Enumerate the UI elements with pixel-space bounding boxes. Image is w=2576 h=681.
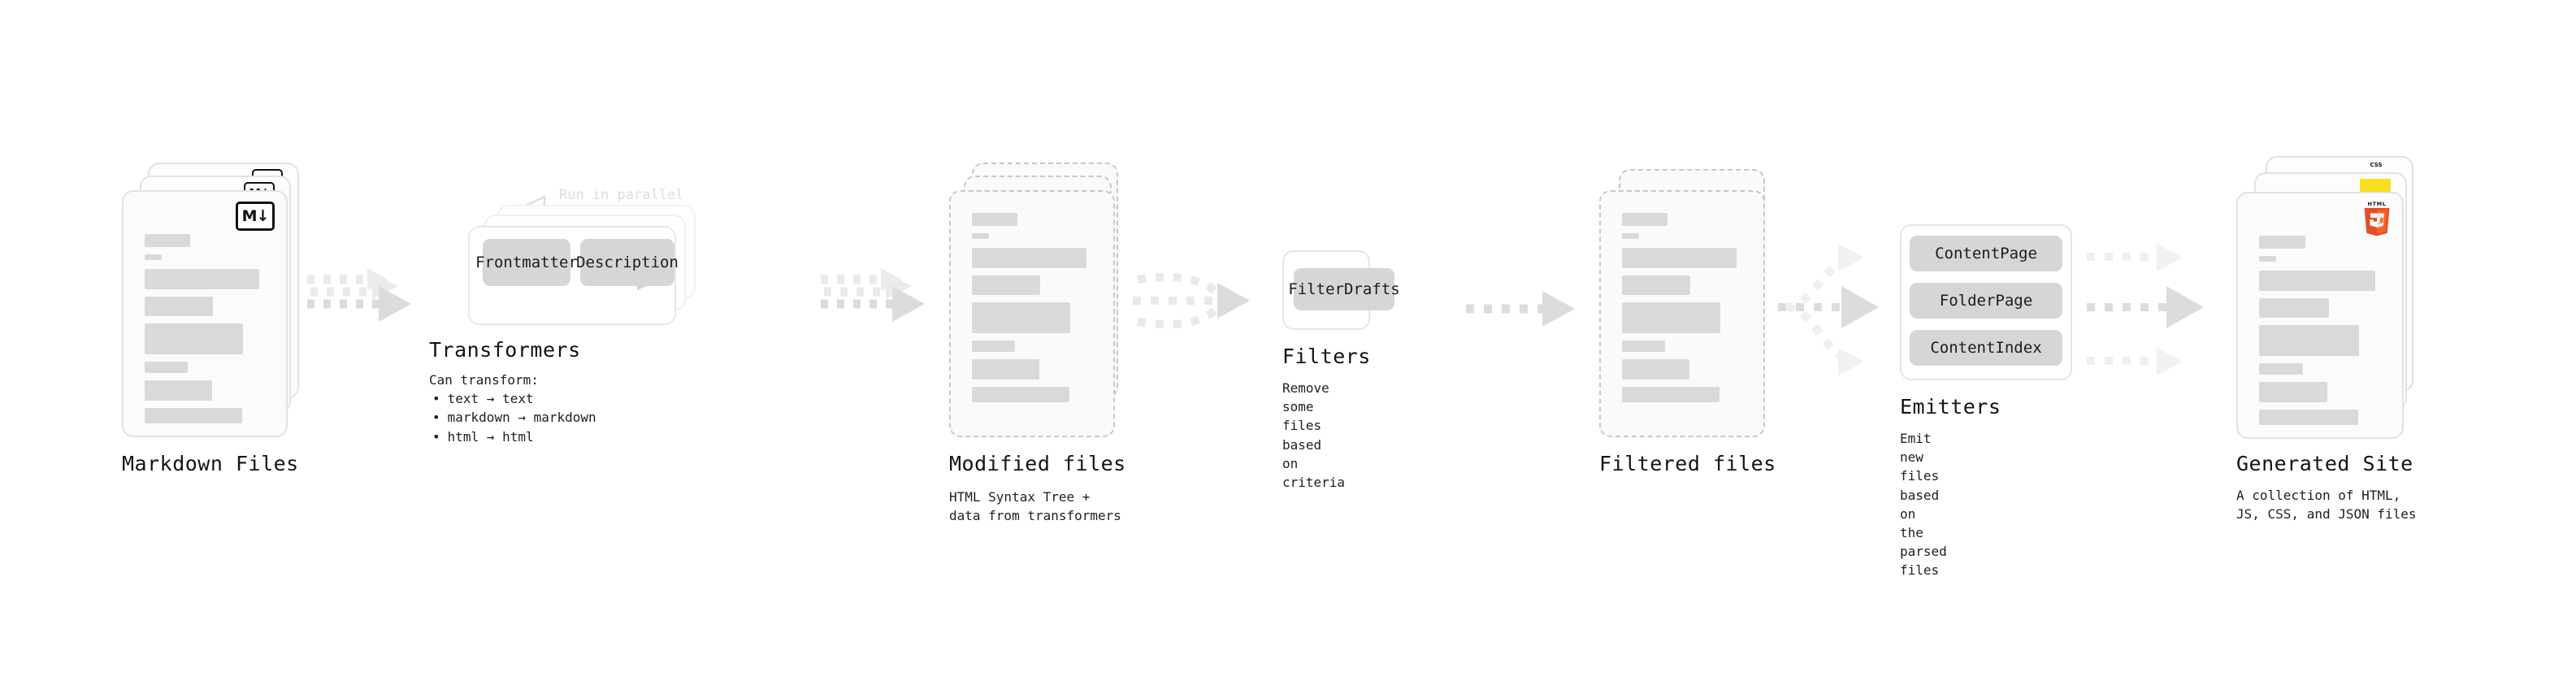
stage-generated-site: CSS HTML: [2236, 156, 2431, 522]
markdown-file-stack: M↓ M↓ M↓: [122, 163, 309, 439]
content-bar: [1622, 387, 1720, 402]
emitter-chip-contentindex: ContentIndex: [1910, 330, 2062, 366]
markdown-badge-front: M↓: [236, 202, 275, 231]
filter-chip-filterdrafts: FilterDrafts: [1288, 268, 1400, 310]
filtered-card-front: [1599, 190, 1765, 437]
content-bar: [2259, 271, 2375, 291]
modified-file-stack: [949, 163, 1136, 439]
content-bar: [2259, 325, 2359, 356]
html5-badge: HTML: [2361, 200, 2392, 237]
content-bar: [145, 323, 244, 354]
stage-modified-files: Modified files HTML Syntax Tree + data f…: [949, 163, 1136, 523]
content-bar: [972, 340, 1016, 352]
stage-title-transformers: Transformers: [429, 338, 581, 362]
emitter-chip-label: ContentPage: [1935, 245, 2037, 262]
filtered-card-content: [1622, 213, 1742, 410]
arrow-filtered-to-emitters: [1778, 244, 1879, 375]
content-bar: [1622, 233, 1639, 239]
content-bar: [972, 233, 989, 239]
stage-filtered-files: Filtered files: [1599, 163, 1786, 475]
content-bar: [972, 248, 1086, 268]
js-badge: [2360, 179, 2391, 193]
stage-title-generated-site: Generated Site: [2236, 452, 2413, 475]
content-bar: [1622, 359, 1689, 380]
html5-shield-icon: HTML: [2364, 201, 2390, 236]
markdown-badge-arrow: ↓: [256, 206, 270, 225]
emitters-description: Emit new files based on the parsed files: [1900, 431, 1947, 579]
content-bar: [2259, 236, 2305, 249]
content-bar: [2259, 298, 2329, 318]
generated-card-front: HTML: [2236, 192, 2404, 439]
content-bar: [1622, 275, 1691, 295]
emitter-chip-label: ContentIndex: [1930, 339, 2042, 357]
content-bar: [2259, 256, 2276, 262]
transformers-bullet: text → text: [432, 389, 596, 408]
filtered-file-stack: [1599, 163, 1786, 439]
stage-title-modified-files: Modified files: [949, 452, 1126, 475]
content-bar: [1622, 213, 1668, 226]
content-bar: [1622, 340, 1666, 352]
filter-chip-label: FilterDrafts: [1288, 280, 1400, 298]
transformer-chip-label: Frontmatter: [475, 254, 578, 271]
emitter-chip-contentpage: ContentPage: [1910, 236, 2062, 271]
arrow-modified-to-filters: [1133, 272, 1250, 329]
generated-card-content: [2259, 236, 2381, 432]
transformers-bullet: markdown → markdown: [432, 408, 596, 427]
content-bar: [1622, 302, 1721, 333]
stage-title-filters: Filters: [1282, 345, 1371, 368]
generated-site-description: A collection of HTML, JS, CSS, and JSON …: [2236, 488, 2417, 523]
arrow-markdown-to-transformers: [307, 268, 411, 322]
content-bar: [972, 302, 1071, 333]
content-bar: [972, 359, 1039, 380]
transformers-bullet-list: text → text markdown → markdown html → h…: [429, 389, 596, 446]
content-bar: [145, 297, 214, 316]
content-bar: [2259, 363, 2303, 375]
modified-card-front: [949, 190, 1115, 437]
run-in-parallel-label: Run in parallel: [559, 187, 684, 203]
transformer-chip-description: Description: [576, 239, 679, 286]
stage-title-markdown-files: Markdown Files: [122, 452, 299, 475]
markdown-card-front: M↓: [122, 190, 288, 437]
content-bar: [972, 387, 1069, 402]
transformers-bullet: html → html: [432, 427, 596, 446]
arrow-filters-to-filtered: [1466, 291, 1575, 327]
arrow-emitters-to-site: [2087, 244, 2204, 375]
transformers-description: Can transform: text → text markdown → ma…: [429, 371, 596, 446]
content-bar: [145, 362, 189, 373]
content-bar: [2259, 410, 2358, 425]
transformer-chip-label: Description: [576, 254, 679, 271]
content-bar: [145, 380, 212, 401]
stage-title-filtered-files: Filtered files: [1599, 452, 1776, 475]
emitter-chip-folderpage: FolderPage: [1910, 283, 2062, 319]
modified-card-content: [972, 213, 1092, 410]
markdown-badge-letter: M: [241, 206, 258, 225]
content-bar: [145, 234, 191, 247]
emitter-chip-label: FolderPage: [1939, 292, 2033, 310]
content-bar: [145, 408, 242, 423]
content-bar: [145, 269, 259, 289]
generated-site-stack: CSS HTML: [2236, 156, 2431, 440]
content-bar: [145, 254, 162, 260]
content-bar: [1622, 248, 1737, 268]
modified-files-description: HTML Syntax Tree + data from transformer…: [949, 489, 1121, 524]
content-bar: [972, 275, 1041, 295]
stage-title-emitters: Emitters: [1900, 395, 2001, 419]
content-bar: [972, 213, 1018, 226]
transformer-chip-frontmatter: Frontmatter: [475, 239, 578, 286]
arrow-transformers-to-modified: [821, 268, 925, 322]
markdown-card-content: [145, 234, 265, 431]
css-badge-label: CSS: [2370, 162, 2383, 168]
content-bar: [2259, 382, 2327, 402]
transformers-desc-line: Can transform:: [429, 372, 539, 388]
stage-markdown-files: M↓ M↓ M↓ Markdown Files: [122, 163, 309, 475]
filters-description: Remove some files based on criteria: [1282, 380, 1346, 490]
svg-text:HTML: HTML: [2368, 201, 2387, 207]
